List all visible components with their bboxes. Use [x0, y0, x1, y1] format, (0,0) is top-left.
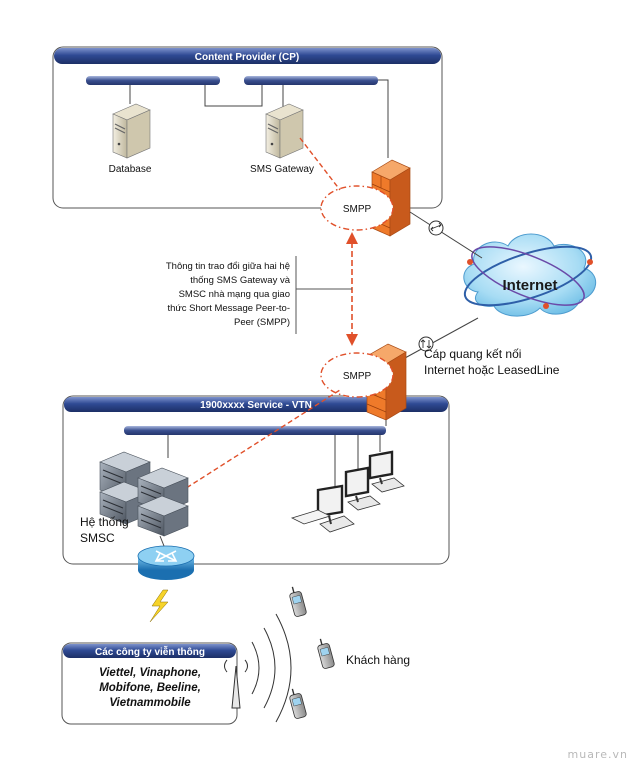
antenna-tower-icon — [224, 659, 248, 709]
arrow-down-head — [346, 334, 358, 346]
carriers-line-1: Viettel, Vinaphone, — [99, 667, 201, 679]
sms-gateway-server-icon — [265, 103, 304, 159]
cp-bus-link — [204, 85, 263, 107]
fiber-note-line-2: Internet hoặc LeasedLine — [424, 363, 560, 377]
carriers-line-3: Vietnammobile — [109, 697, 191, 709]
smpp-bottom-ellipse — [320, 352, 394, 398]
mobile-phone-icon — [289, 586, 307, 617]
smpp-note-line-1: Thông tin trao đổi giữa hai hệ — [166, 261, 290, 272]
cp-bus-right — [244, 76, 378, 85]
smpp-note-line-4: thức Short Message Peer-to- — [167, 303, 290, 314]
mobile-phone-icon — [289, 688, 307, 719]
smsc-label-line-2: SMSC — [80, 531, 115, 545]
internet-firewall-bottom-link — [404, 317, 479, 359]
watermark: muare.vn — [568, 748, 628, 761]
content-provider-title: Content Provider (CP) — [195, 52, 299, 63]
cp-bus-left — [86, 76, 220, 85]
carriers-box: Các công ty viễn thông Viettel, Vinaphon… — [61, 642, 238, 725]
radio-waves-icon — [251, 613, 292, 723]
smpp-bottom-label: SMPP — [343, 371, 372, 382]
smpp-note-line-2: thống SMS Gateway và — [190, 275, 291, 286]
smpp-note-line-5: Peer (SMPP) — [234, 317, 290, 328]
smpp-top-label: SMPP — [343, 204, 372, 215]
service-title: 1900xxxx Service - VTN — [200, 400, 312, 411]
service-bus — [124, 426, 386, 435]
smpp-top-ellipse — [320, 185, 394, 231]
link-top-icon — [428, 220, 444, 236]
link-bottom-icon — [418, 336, 434, 352]
gateway-smpp-link — [299, 137, 341, 191]
carriers-title: Các công ty viễn thông — [95, 645, 205, 658]
cp-bus-to-firewall — [378, 79, 389, 158]
content-provider-box: Content Provider (CP) — [52, 46, 443, 209]
database-label: Database — [109, 164, 152, 175]
smsc-server-rack-icon — [99, 451, 189, 537]
carriers-line-2: Mobifone, Beeline, — [99, 682, 201, 694]
fiber-note-line-1: Cáp quang kết nối — [424, 347, 521, 361]
smpp-note-line-3: SMSC nhà mạng qua giao — [179, 289, 290, 300]
smpp-note: Thông tin trao đổi giữa hai hệ thống SMS… — [166, 256, 352, 334]
firewall-top-internet-link — [409, 211, 483, 259]
workstation-icon — [368, 450, 405, 493]
lightning-icon — [149, 589, 169, 623]
database-server-icon — [112, 103, 151, 159]
workstation-icon — [290, 484, 355, 533]
smsc-router-link — [159, 535, 165, 547]
mobile-phone-icon — [317, 638, 335, 669]
arrow-up-head — [346, 232, 358, 244]
internet-label: Internet — [502, 277, 557, 294]
smsc-label-line-1: Hệ thống — [80, 515, 129, 529]
internet-cloud-icon — [463, 233, 596, 317]
customers-label: Khách hàng — [346, 653, 410, 667]
router-icon — [137, 545, 195, 580]
workstation-icon — [344, 466, 381, 511]
sms-gateway-label: SMS Gateway — [250, 164, 314, 175]
